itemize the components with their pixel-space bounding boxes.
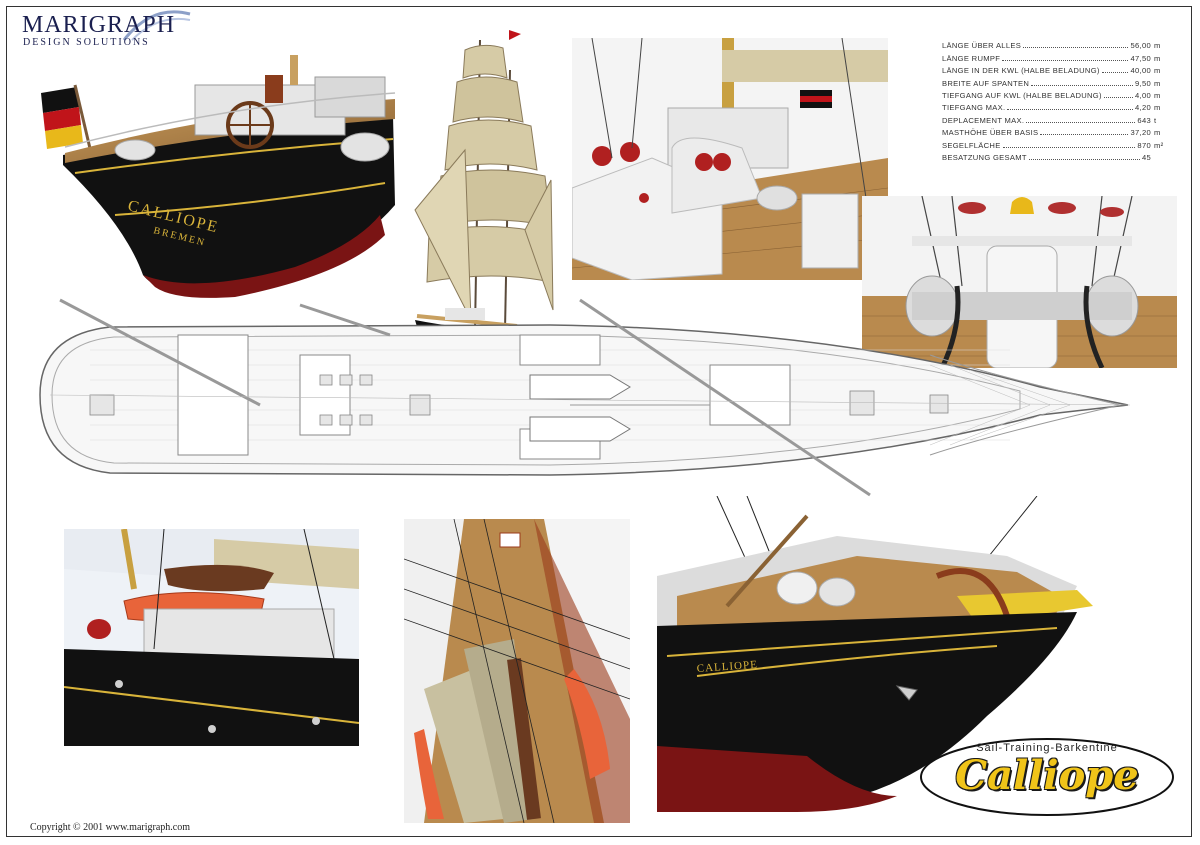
spec-unit: t	[1154, 115, 1157, 125]
spec-unit: m	[1154, 103, 1161, 113]
lifeboat-detail-view	[64, 529, 359, 746]
spec-value: 870	[1137, 140, 1151, 150]
logo-swoosh-icon	[122, 10, 191, 41]
spec-unit: m²	[1154, 140, 1164, 150]
spec-label: TIEFGANG MAX.	[942, 103, 1006, 113]
title-cartouche: Sail-Training-Barkentine Calliope	[918, 736, 1176, 818]
spec-value: 40,00	[1130, 66, 1151, 76]
copyright-text: Copyright © 2001 www.marigraph.com	[30, 822, 190, 833]
spec-row: BESATZUNG GESAMT 45	[942, 150, 1170, 162]
spec-value: 47,50	[1130, 53, 1151, 63]
spec-label: TIEFGANG AUF KWL (HALBE BELADUNG)	[942, 90, 1102, 100]
bow-name-text: CALLIOPE	[696, 659, 758, 675]
spec-value: 643	[1137, 115, 1151, 125]
deck-plan-drawing	[30, 295, 1135, 500]
spec-unit: m	[1154, 128, 1161, 138]
deck-ventilators-view	[572, 38, 888, 280]
spec-value: 56,00	[1130, 41, 1151, 51]
title-name: Calliope	[955, 752, 1139, 799]
spec-label: BREITE AUF SPANTEN	[942, 78, 1030, 88]
spec-label: SEGELFLÄCHE	[942, 140, 1001, 150]
stern-view-illustration: CALLIOPE BREMEN	[35, 55, 405, 300]
poster-frame	[6, 6, 1192, 837]
marigraph-logo: MARIGRAPH DESIGN SOLUTIONS	[22, 10, 192, 52]
spec-label: LÄNGE RUMPF	[942, 53, 1001, 63]
spec-label: LÄNGE IN DER KWL (HALBE BELADUNG)	[942, 66, 1100, 76]
spec-value: 37,20	[1130, 128, 1151, 138]
spec-label: MASTHÖHE ÜBER BASIS	[942, 128, 1039, 138]
spec-unit: m	[1154, 53, 1161, 63]
spec-value: 4,20	[1135, 103, 1151, 113]
rigging-aerial-view	[404, 519, 630, 823]
spec-unit: m	[1154, 78, 1161, 88]
spec-value: 4,00	[1135, 90, 1151, 100]
title-subtitle: Sail-Training-Barkentine	[976, 742, 1118, 754]
logo-tagline: DESIGN SOLUTIONS	[23, 37, 150, 48]
spec-label: DEPLACEMENT MAX.	[942, 115, 1025, 125]
bow-view-illustration: CALLIOPE	[657, 496, 1097, 812]
spec-unit: m	[1154, 41, 1161, 51]
spec-value: 45	[1141, 152, 1151, 162]
spec-label: LÄNGE ÜBER ALLES	[942, 41, 1022, 51]
spec-unit: m	[1154, 90, 1161, 100]
spec-unit: m	[1154, 66, 1161, 76]
spec-label: BESATZUNG GESAMT	[942, 152, 1027, 162]
logo-wordmark: MARIGRAPH	[22, 12, 176, 38]
spec-value: 9,50	[1135, 78, 1151, 88]
